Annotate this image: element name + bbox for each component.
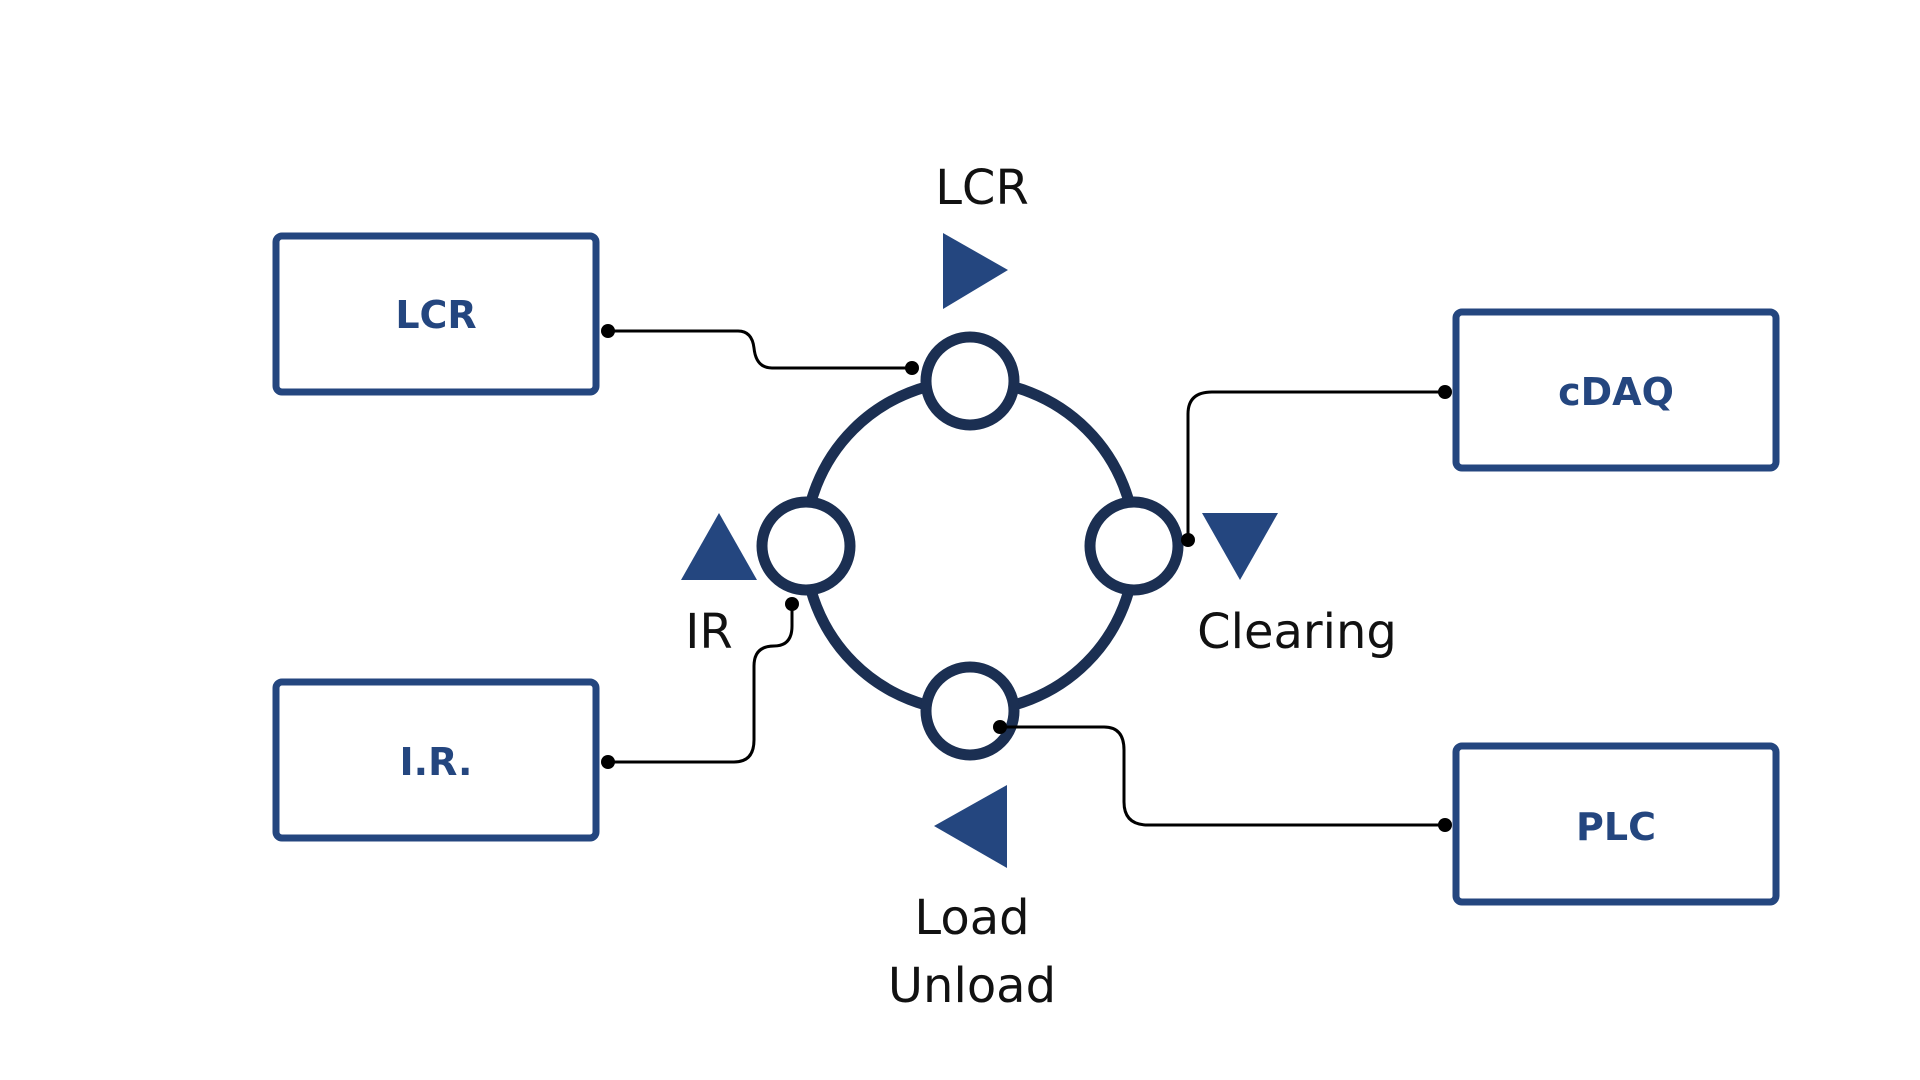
- station-label-left: IR: [685, 604, 733, 660]
- station-label-right: Clearing: [1197, 604, 1397, 660]
- device-box-ir[interactable]: I.R.: [272, 678, 600, 842]
- wire-cdaq: [1186, 390, 1445, 540]
- wire-lcr: [608, 329, 912, 370]
- station-node-left[interactable]: [756, 496, 856, 596]
- station-node-bottom[interactable]: [920, 661, 1020, 761]
- device-box-lcr[interactable]: LCR: [272, 232, 600, 396]
- wire-lcr-end-box: [601, 324, 615, 338]
- wire-ir: [608, 604, 794, 764]
- station-label-bottom-line1: Load: [914, 890, 1029, 946]
- triangle-left-icon: [934, 785, 1007, 868]
- station-label-top: LCR: [935, 160, 1029, 216]
- device-label-ir: I.R.: [400, 740, 473, 784]
- device-box-plc[interactable]: PLC: [1452, 742, 1780, 906]
- triangle-right-icon: [943, 233, 1008, 309]
- wire-cdaq-end-box: [1438, 385, 1452, 399]
- wire-plc-end-box: [1438, 818, 1452, 832]
- device-label-cdaq: cDAQ: [1558, 370, 1674, 414]
- device-label-lcr: LCR: [395, 293, 476, 337]
- wire-cdaq-end-node: [1181, 533, 1195, 547]
- wire-lcr-end-node: [905, 361, 919, 375]
- triangle-up-icon: [681, 513, 757, 580]
- device-label-plc: PLC: [1576, 805, 1656, 849]
- triangle-down-icon: [1202, 513, 1278, 580]
- device-box-cdaq[interactable]: cDAQ: [1452, 308, 1780, 472]
- wire-ir-end-node: [785, 597, 799, 611]
- wire-plc: [1000, 725, 1445, 827]
- wire-ir-end-box: [601, 755, 615, 769]
- station-node-right[interactable]: [1084, 496, 1184, 596]
- station-label-bottom-line2: Unload: [888, 958, 1056, 1014]
- wire-plc-end-node: [993, 720, 1007, 734]
- station-node-top[interactable]: [920, 331, 1020, 431]
